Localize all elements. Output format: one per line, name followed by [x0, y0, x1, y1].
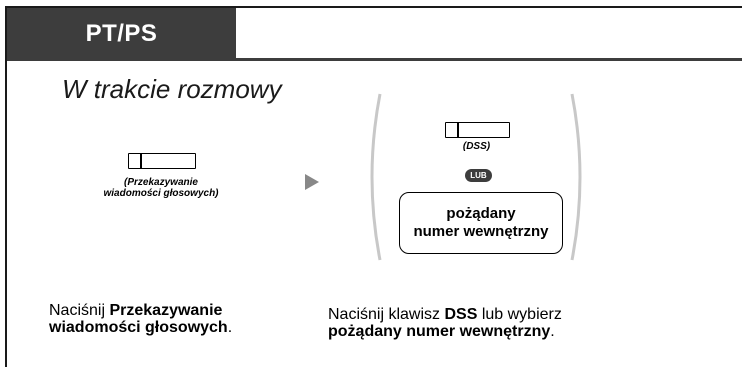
or-badge: LUB [465, 169, 492, 182]
frame-top-border [5, 6, 742, 8]
dss-key-label: (DSS) [462, 141, 491, 152]
right-bracket-icon [570, 93, 582, 261]
frame-left-border [5, 6, 7, 367]
subtitle: W trakcie rozmowy [62, 74, 282, 104]
next-step-arrow-icon [305, 174, 319, 190]
header-underline [7, 58, 742, 61]
header-tab-label: PT/PS [85, 20, 158, 47]
voice-message-transfer-key-icon [128, 153, 196, 169]
header-tab: PT/PS [7, 8, 236, 60]
instruction-left: Naciśnij Przekazywanie wiadomości głosow… [49, 302, 233, 336]
dss-key-icon [445, 122, 510, 138]
left-bracket-icon [370, 93, 382, 261]
instruction-right: Naciśnij klawisz DSS lub wybierz pożądan… [328, 306, 562, 340]
voice-message-transfer-key-label: (Przekazywanie wiadomości głosowych) [103, 177, 219, 199]
desired-extension-number-box: pożądany numer wewnętrzny [399, 192, 563, 254]
